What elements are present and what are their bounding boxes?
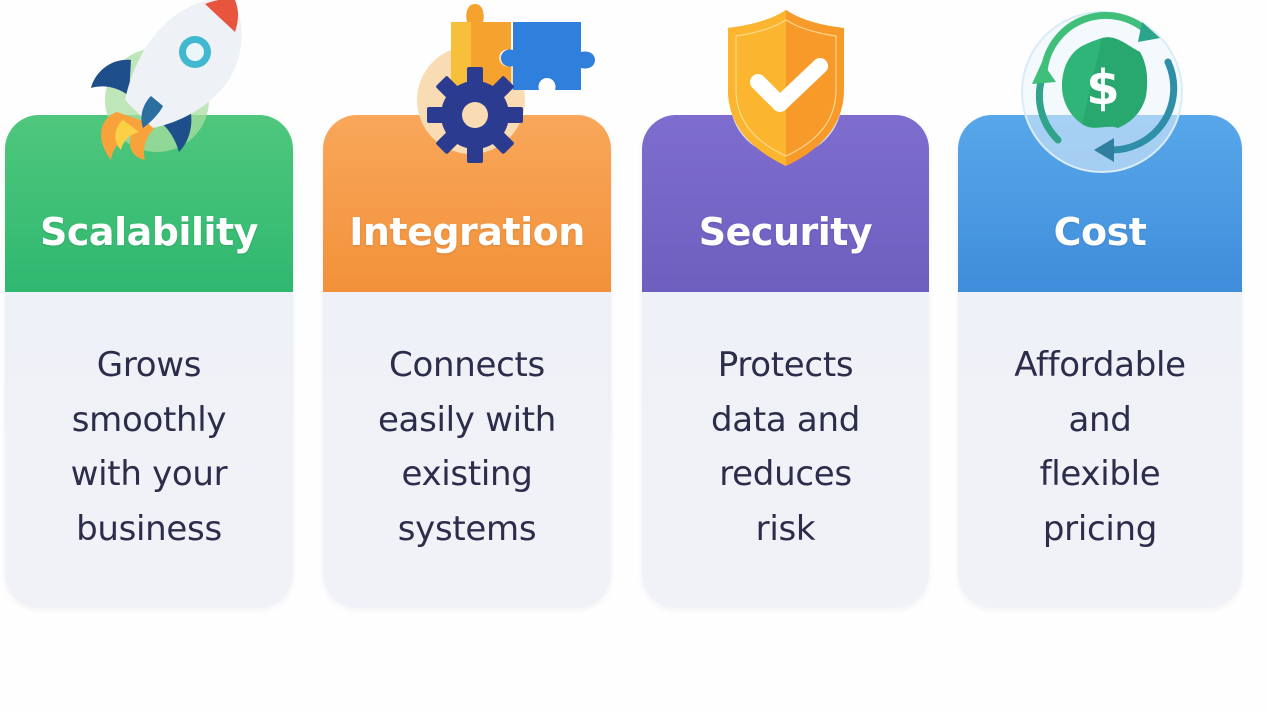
card-body: Protects data and reduces risk xyxy=(642,292,929,608)
card-surface: Scalability Grows smoothly with your bus… xyxy=(5,115,293,608)
card-description: Connects easily with existing systems xyxy=(377,345,557,549)
card-body: Connects easily with existing systems xyxy=(323,292,611,608)
card-title: Cost xyxy=(1053,210,1147,254)
card-description: Grows smoothly with your business xyxy=(70,345,228,549)
card-description: Affordable and flexible pricing xyxy=(1014,345,1186,549)
card-body: Grows smoothly with your business xyxy=(5,292,293,608)
svg-text:$: $ xyxy=(1086,60,1119,116)
card-title: Scalability xyxy=(40,210,258,254)
feature-card-integration: Integration Connects easily with existin… xyxy=(323,4,611,608)
card-body: Affordable and flexible pricing xyxy=(958,292,1242,608)
card-header: Cost xyxy=(958,115,1242,292)
card-header: Integration xyxy=(323,115,611,292)
feature-card-cost: Cost Affordable and flexible pricing $ xyxy=(958,11,1242,608)
card-description: Protects data and reduces risk xyxy=(711,345,860,549)
feature-card-security: Security Protects data and reduces risk xyxy=(642,10,929,608)
card-header: Security xyxy=(642,115,929,292)
card-title: Security xyxy=(698,210,873,254)
card-title: Integration xyxy=(349,210,585,254)
card-surface: Integration Connects easily with existin… xyxy=(323,115,611,608)
card-surface: Security Protects data and reduces risk xyxy=(642,115,929,608)
card-surface: Cost Affordable and flexible pricing xyxy=(958,115,1242,608)
feature-card-scalability: Scalability Grows smoothly with your bus… xyxy=(5,0,293,608)
card-header: Scalability xyxy=(5,115,293,292)
